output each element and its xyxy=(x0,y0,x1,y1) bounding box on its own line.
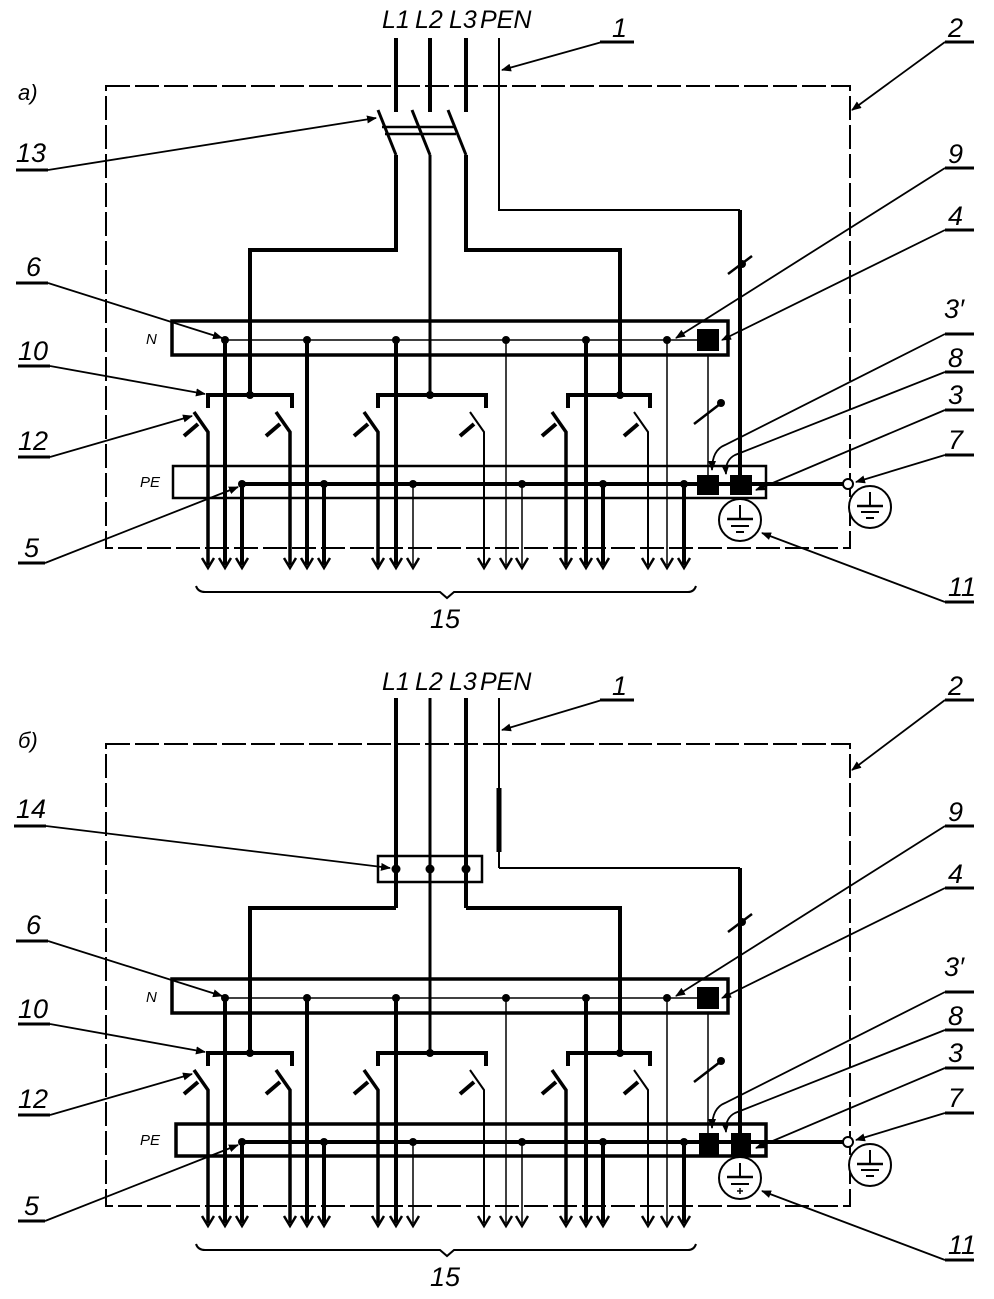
terminal-7 xyxy=(842,1136,854,1148)
breakers-b xyxy=(182,913,753,1223)
callout-11: 11 xyxy=(948,572,976,602)
pe-taps-a xyxy=(238,480,688,565)
callout-15: 15 xyxy=(430,1262,461,1292)
callout-6: 6 xyxy=(26,252,42,282)
callout-9: 9 xyxy=(948,797,963,827)
enclosure-a xyxy=(105,85,851,549)
callout-13: 13 xyxy=(16,138,46,168)
callout-3-prime: 3′ xyxy=(944,294,965,324)
callout-6: 6 xyxy=(26,910,42,940)
callout-14: 14 xyxy=(16,794,46,824)
ground-icon xyxy=(718,1156,762,1200)
callout-7: 7 xyxy=(948,425,964,455)
bus-label-n: N xyxy=(146,331,157,348)
callout-15: 15 xyxy=(430,604,461,634)
label-l1: L1 xyxy=(382,6,410,34)
rcd-groups-a xyxy=(206,391,652,408)
terminal-3 xyxy=(731,1133,751,1155)
ground-icon xyxy=(718,498,762,542)
callout-7: 7 xyxy=(948,1083,964,1113)
pe-taps-b xyxy=(238,1138,688,1223)
panel-a: а) L1 L2 L3 PEN xyxy=(16,6,976,634)
callout-3-prime: 3′ xyxy=(944,952,965,982)
neutral-bus-a: N xyxy=(146,319,730,357)
label-pen: PEN xyxy=(480,6,532,34)
callouts-b: 1 2 14 9 4 6 10 12 3′ xyxy=(14,671,976,1292)
callout-5: 5 xyxy=(24,533,40,563)
panel-b: б) L1 L2 L3 PEN N xyxy=(14,668,976,1292)
callout-3: 3 xyxy=(948,380,963,410)
label-l2: L2 xyxy=(415,6,443,34)
callout-12: 12 xyxy=(18,426,48,456)
callout-10: 10 xyxy=(18,994,48,1024)
callouts-a: 1 2 13 9 4 6 10 12 3′ xyxy=(16,13,976,634)
outgoing-arrows-a xyxy=(200,557,692,571)
neutral-taps-a xyxy=(221,336,671,565)
callout-4: 4 xyxy=(948,859,963,889)
outgoing-arrows-b xyxy=(200,1215,692,1229)
pe-bus-a: PE xyxy=(140,355,854,500)
bus-label-pe: PE xyxy=(140,1132,161,1149)
input-labels-a: L1 L2 L3 PEN xyxy=(382,6,532,34)
terminal-4 xyxy=(697,329,719,351)
callout-1: 1 xyxy=(612,671,627,701)
callout-4: 4 xyxy=(948,201,963,231)
terminal-3 xyxy=(730,475,752,495)
ground-icon xyxy=(848,485,892,529)
callout-12: 12 xyxy=(18,1084,48,1114)
label-pen: PEN xyxy=(480,668,532,696)
callout-1: 1 xyxy=(612,13,627,43)
neutral-taps-b xyxy=(221,994,671,1223)
callout-8: 8 xyxy=(948,1001,963,1031)
pe-bus-b: PE xyxy=(140,1013,854,1158)
incoming-phases-b xyxy=(248,698,742,1144)
terminal-7 xyxy=(842,478,854,490)
terminal-3prime xyxy=(697,475,719,495)
callout-11: 11 xyxy=(948,1230,976,1260)
breakers-a xyxy=(182,255,753,565)
enclosure-b xyxy=(105,743,851,1207)
callout-2: 2 xyxy=(947,671,963,701)
callout-10: 10 xyxy=(18,336,48,366)
neutral-bus-b: N xyxy=(146,977,730,1015)
callout-5: 5 xyxy=(24,1191,40,1221)
brace-15 xyxy=(195,585,697,600)
terminal-block-14 xyxy=(376,854,484,884)
callout-8: 8 xyxy=(948,343,963,373)
bus-label-pe: PE xyxy=(140,474,161,491)
main-switch-icon xyxy=(376,109,468,156)
terminal-3prime xyxy=(699,1133,719,1155)
ground-icon xyxy=(848,1143,892,1187)
callout-3: 3 xyxy=(948,1038,963,1068)
panel-b-caption: б) xyxy=(18,728,38,753)
label-l2: L2 xyxy=(415,668,443,696)
callout-9: 9 xyxy=(948,139,963,169)
input-labels-b: L1 L2 L3 PEN xyxy=(382,668,532,696)
label-l3: L3 xyxy=(449,6,477,34)
rcd-groups-b xyxy=(206,1049,652,1066)
label-l3: L3 xyxy=(449,668,477,696)
bus-label-n: N xyxy=(146,989,157,1006)
terminal-4 xyxy=(697,987,719,1009)
brace-15 xyxy=(195,1243,697,1258)
panel-a-caption: а) xyxy=(18,80,38,105)
callout-2: 2 xyxy=(947,13,963,43)
label-l1: L1 xyxy=(382,668,410,696)
